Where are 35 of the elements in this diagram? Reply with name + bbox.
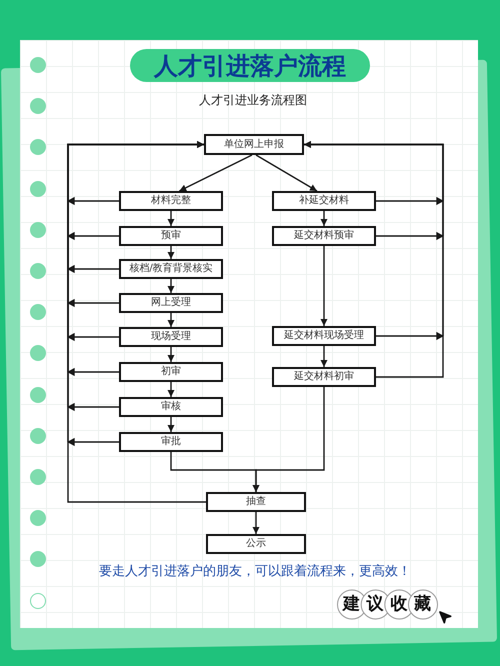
arrow xyxy=(252,387,325,492)
process-box: 审核 xyxy=(119,397,223,417)
process-box: 现场受理 xyxy=(119,327,223,347)
arrow xyxy=(252,512,260,534)
process-box: 单位网上申报 xyxy=(204,134,304,155)
arrow xyxy=(168,246,174,259)
process-box: 公示 xyxy=(206,534,306,554)
process-box: 审批 xyxy=(119,432,223,452)
diagram-subtitle: 人才引进业务流程图 xyxy=(199,92,307,108)
arrow xyxy=(67,141,206,503)
arrow xyxy=(168,211,174,226)
process-box: 抽查 xyxy=(206,492,306,512)
process-box: 延交材料初审 xyxy=(272,367,376,387)
process-box: 材料完整 xyxy=(119,191,223,211)
arrow xyxy=(320,211,328,226)
bookmark-badge: 建议收藏 xyxy=(337,589,438,620)
process-box: 延交材料现场受理 xyxy=(272,326,376,346)
arrow xyxy=(168,417,174,432)
process-box: 核档/教育背景核实 xyxy=(119,259,223,279)
arrow xyxy=(320,246,328,326)
arrow xyxy=(320,346,328,367)
process-box: 预审 xyxy=(119,226,223,246)
arrow xyxy=(304,141,444,378)
caption-text: 要走人才引进落户的朋友，可以跟着流程来，更高效！ xyxy=(99,563,411,580)
arrow xyxy=(168,382,174,397)
arrow xyxy=(256,154,318,192)
process-box: 初审 xyxy=(119,362,223,382)
arrow xyxy=(178,154,252,192)
arrow xyxy=(168,279,174,293)
process-box: 延交材料预审 xyxy=(272,226,376,246)
arrow xyxy=(168,347,174,362)
process-box: 网上受理 xyxy=(119,293,223,313)
process-box: 补延交材料 xyxy=(272,191,376,211)
title-pill: 人才引进落户流程 xyxy=(130,49,370,82)
arrow xyxy=(168,313,174,327)
